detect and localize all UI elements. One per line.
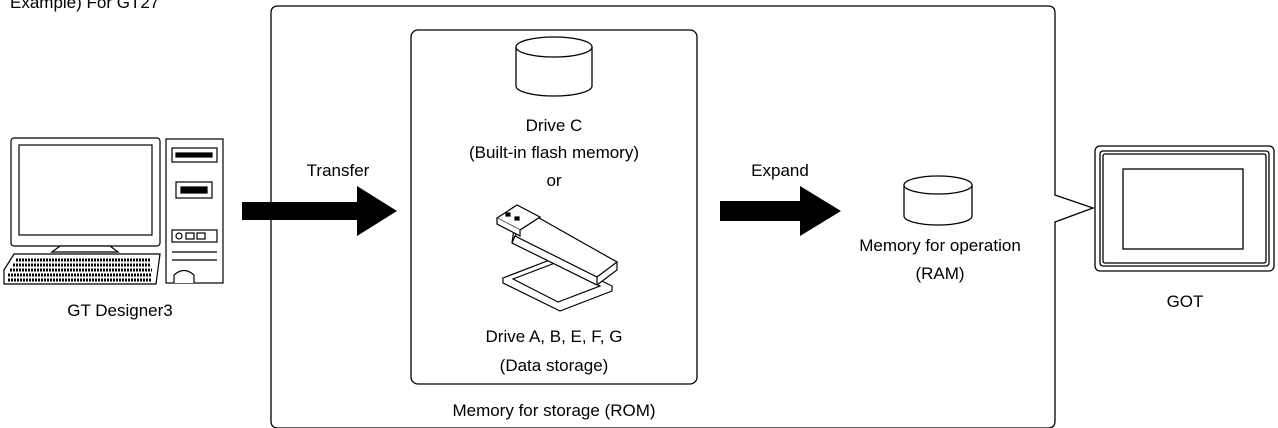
drive-a-desc: (Data storage): [499, 356, 609, 375]
transfer-label: Transfer: [306, 161, 370, 180]
got-panel-icon: [1094, 145, 1275, 272]
caption: Example) For GT27: [10, 0, 160, 12]
pc-icon: [3, 137, 224, 285]
or-label: or: [546, 171, 562, 190]
operation-subtitle: (RAM): [915, 264, 965, 283]
drive-c-label: Drive C: [525, 116, 583, 135]
storage-title: Memory for storage (ROM): [452, 401, 656, 420]
source-label: GT Designer3: [67, 301, 173, 320]
usb-drive-icon: [495, 204, 619, 312]
drive-c-desc: (Built-in flash memory): [468, 143, 640, 162]
expand-arrow: [720, 186, 841, 236]
storage-box: [410, 29, 698, 385]
database-icon: [515, 36, 593, 97]
expand-label: Expand: [751, 161, 809, 180]
ram-database-icon: [903, 175, 973, 226]
got-label: GOT: [1166, 292, 1204, 311]
operation-title: Memory for operation: [859, 236, 1021, 255]
drive-a-label: Drive A, B, E, F, G: [485, 327, 623, 346]
transfer-arrow: [242, 186, 397, 236]
